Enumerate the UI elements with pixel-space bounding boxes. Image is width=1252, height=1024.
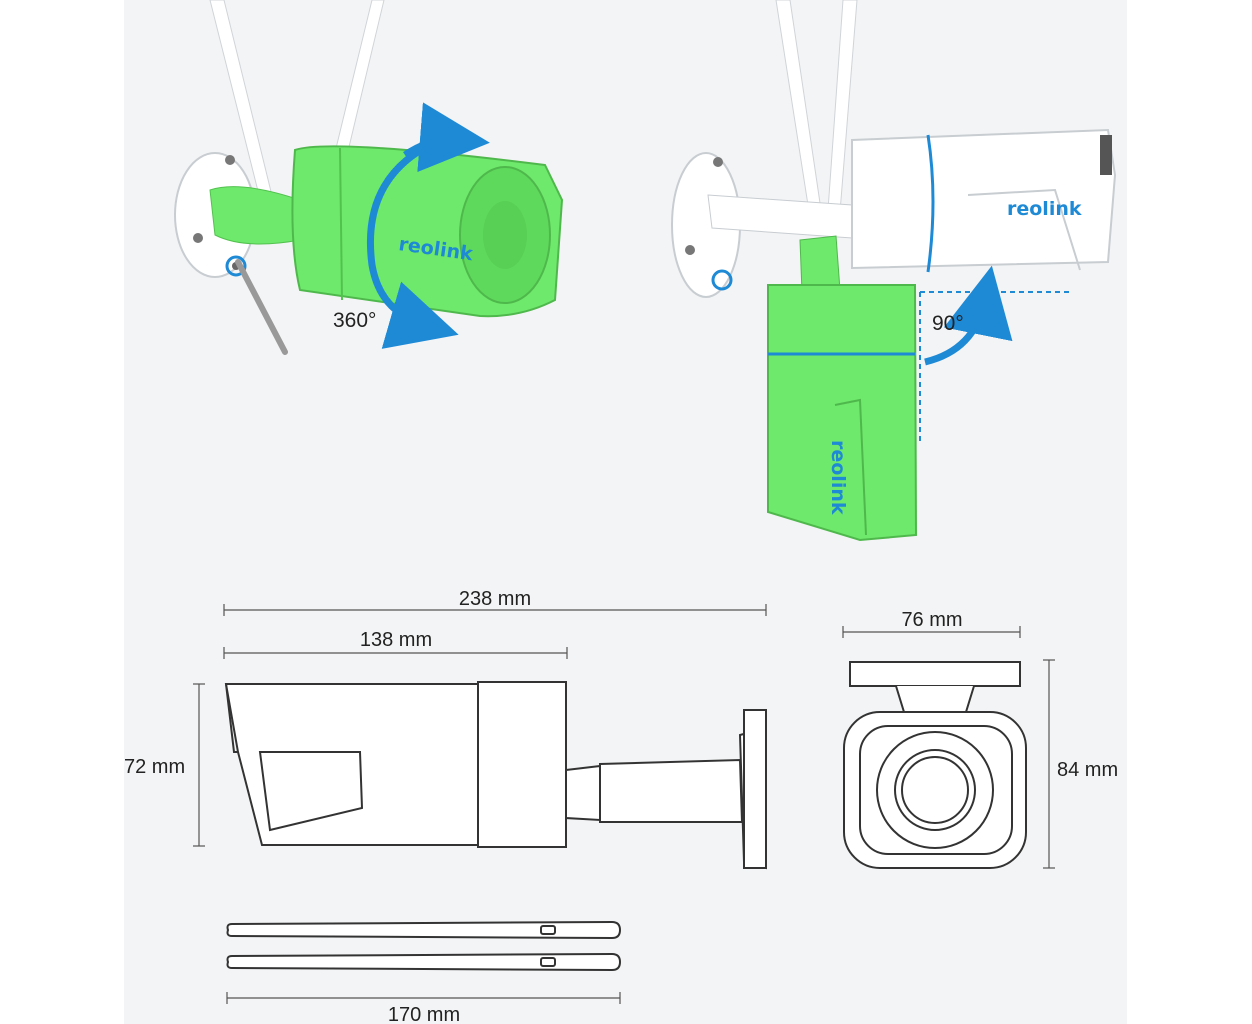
rotate-arrow-icon xyxy=(366,136,459,349)
rotation-label: 360° xyxy=(333,309,376,332)
tilt-label: 90° xyxy=(932,312,964,335)
antennas-drawing xyxy=(226,920,622,972)
left-green-arm xyxy=(209,186,301,245)
right-antenna-1 xyxy=(775,0,821,206)
antenna-length-label: 170 mm xyxy=(388,1004,460,1024)
tilt-arrow-icon xyxy=(924,265,1013,366)
side-view-drawing xyxy=(224,681,767,870)
total-length-label: 238 mm xyxy=(459,588,531,610)
allen-key xyxy=(235,259,288,355)
dimension-lines xyxy=(193,604,1055,1004)
right-green-brand-logo: reolink xyxy=(827,440,849,515)
right-camera-view: reolink reolink 90° xyxy=(671,0,1117,542)
right-white-body xyxy=(851,128,1117,270)
front-width-label: 76 mm xyxy=(901,609,962,631)
right-white-brand-logo: reolink xyxy=(1007,198,1082,220)
front-view-drawing xyxy=(843,661,1027,869)
right-green-body xyxy=(767,284,918,542)
height-label: 72 mm xyxy=(124,756,185,778)
left-camera-view: reolink 360° xyxy=(174,0,564,355)
front-height-label: 84 mm xyxy=(1057,759,1118,781)
body-length-label: 138 mm xyxy=(360,629,432,651)
